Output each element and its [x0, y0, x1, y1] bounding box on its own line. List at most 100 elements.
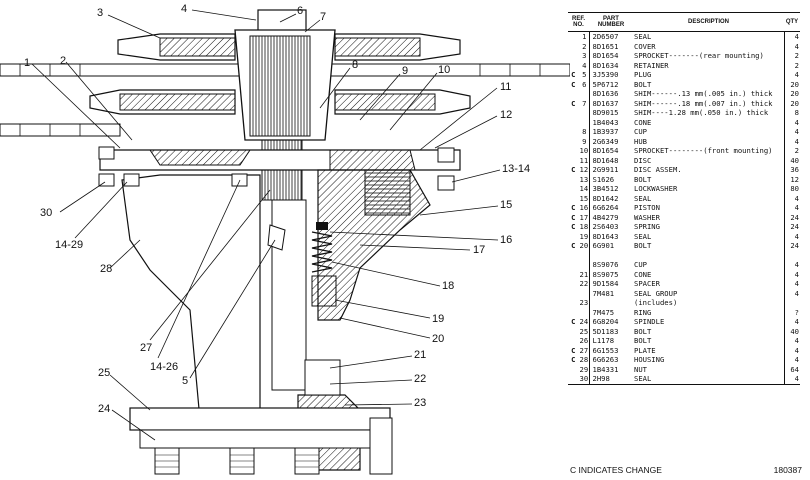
change-indicator-note: C INDICATES CHANGE [570, 465, 662, 475]
quantity: 20 [790, 98, 799, 108]
quantity: 4 [794, 193, 799, 203]
change-flag [568, 184, 579, 194]
description-header: DESCRIPTION [633, 12, 784, 32]
change-flag [568, 251, 579, 261]
quantity: 12 [790, 174, 799, 184]
callout: 11 [500, 81, 511, 93]
callout: 27 [140, 342, 152, 354]
change-flag [568, 32, 579, 42]
ref-number: 10 [578, 146, 590, 156]
ref-number: 1 [578, 31, 590, 42]
callout: 10 [438, 64, 450, 76]
change-flag [568, 327, 579, 337]
change-flag [568, 336, 579, 346]
ref-number [578, 108, 590, 118]
callout: 1 [24, 57, 30, 69]
callout: 15 [500, 199, 512, 211]
spindle [129, 359, 393, 475]
ref-number [578, 288, 590, 298]
quantity: 4 [794, 288, 799, 298]
part-number: 1B3937 [592, 127, 619, 136]
quantity: 4 [794, 317, 799, 326]
part-description: PLATE [633, 345, 785, 355]
quantity: 4 [794, 279, 799, 288]
ref-number: 25 [578, 326, 590, 336]
part-number: 3J5390 [592, 70, 619, 79]
quantity: 24 [790, 222, 799, 231]
part-number: 7M481 [592, 288, 615, 298]
part-description: SHIM----1.28 mm(.050 in.) thick [633, 108, 785, 118]
ref-number: 7 [578, 98, 590, 108]
part-description: RETAINER [633, 60, 785, 70]
part-description: HOUSING [633, 355, 785, 365]
quantity: 4 [794, 41, 799, 51]
callout: 4 [181, 3, 187, 15]
quantity: 4 [794, 336, 799, 345]
change-flag [568, 365, 579, 375]
ref-number: 23 [578, 298, 590, 308]
callout: 6 [297, 5, 303, 17]
change-flag [568, 298, 579, 308]
quantity: 24 [790, 241, 799, 250]
part-number-header: PART NUMBER [589, 12, 633, 32]
part-description: BOLT [633, 174, 785, 184]
ref-number [578, 260, 590, 270]
part-description: BOLT [633, 79, 785, 89]
ref-number: 19 [578, 231, 590, 241]
change-flag [568, 260, 579, 270]
callout: 28 [100, 263, 112, 275]
callout: 20 [432, 333, 444, 345]
part-description: NUT [633, 364, 785, 374]
part-number: 2G9911 [592, 165, 619, 174]
part-description: RING [633, 307, 785, 317]
part-description: HUB [633, 136, 785, 146]
quantity: 4 [794, 70, 799, 79]
table-header: REF. NO. PART NUMBER DESCRIPTION QTY [568, 12, 800, 32]
rear-sprocket [117, 33, 461, 61]
change-flag [568, 374, 579, 385]
quantity [784, 251, 800, 261]
part-number: 3B4512 [592, 184, 619, 193]
ref-number: 22 [578, 279, 590, 289]
part-number: 8D1637 [592, 98, 619, 108]
quantity: 40 [790, 155, 799, 165]
part-description: SEAL [633, 374, 785, 385]
callout: 3 [97, 7, 103, 19]
ref-number: 17 [578, 212, 590, 222]
callout: 30 [40, 207, 52, 219]
callout: 12 [500, 109, 512, 121]
ref-number [578, 307, 590, 317]
change-flag [568, 175, 579, 185]
part-number: 1B4331 [592, 364, 619, 374]
quantity: 4 [794, 355, 799, 364]
part-number: S1626 [592, 174, 615, 184]
part-description: BOLT [633, 336, 785, 346]
part-number: 8D1651 [592, 41, 619, 51]
part-number [589, 251, 633, 261]
part-number: 2G6349 [592, 136, 619, 146]
quantity: 4 [794, 127, 799, 136]
part-description: CUP [633, 127, 785, 137]
callout: 13-14 [502, 163, 530, 175]
part-number: 4B4279 [592, 212, 619, 222]
callout: 25 [98, 367, 110, 379]
change-flag [568, 89, 579, 99]
part-description: DISC [633, 155, 785, 165]
callout: 14-26 [150, 361, 178, 373]
ref-number: 26 [578, 336, 590, 346]
quantity: 36 [790, 165, 799, 174]
ref-number: 29 [578, 364, 590, 374]
